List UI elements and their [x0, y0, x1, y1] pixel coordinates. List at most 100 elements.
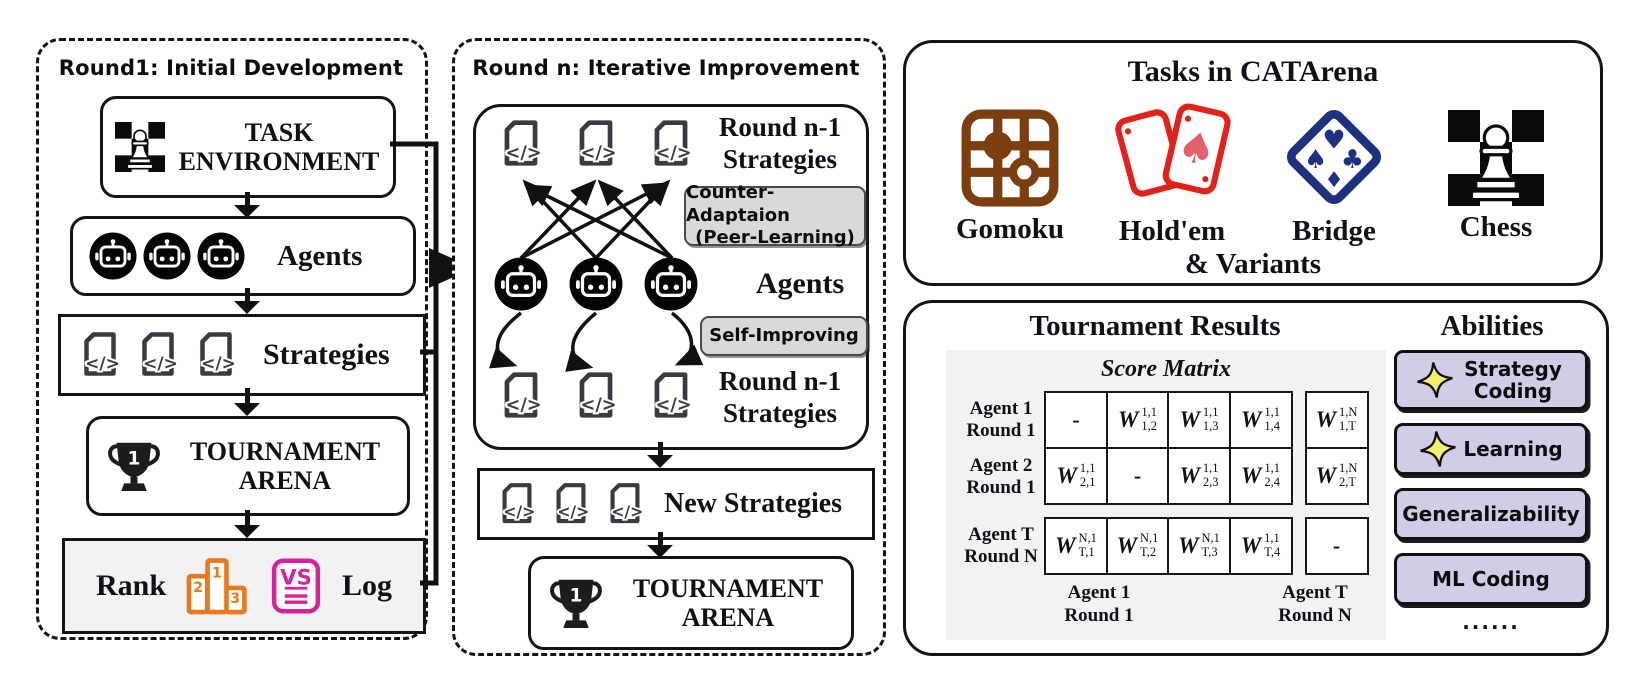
tasks-panel: Tasks in CATArena Gomoku♠Hold'em♥♠♣♦Brid…: [903, 40, 1603, 286]
roundn-agents-label: Agents: [732, 266, 868, 301]
agents-label: Agents: [277, 239, 363, 272]
task-gomoku: Gomoku: [934, 97, 1086, 248]
roundn1-bottom-line1: Round n-1: [718, 366, 842, 396]
ability-label: Learning: [1463, 437, 1563, 461]
ability-generalizability: Generalizability: [1394, 488, 1588, 540]
score-cell: -: [1044, 391, 1108, 449]
file-code-icon: </>: [495, 118, 547, 170]
score-matrix-title: Score Matrix: [1100, 356, 1231, 382]
self-improving-arrows: [488, 311, 704, 372]
task-label: Gomoku: [956, 213, 1064, 245]
task-environment-line2: ENVIRONMENT: [178, 147, 380, 176]
svg-text:♥: ♥: [1322, 125, 1345, 155]
file-code-icon: </>: [494, 481, 540, 527]
abilities-ellipsis: ......: [1462, 610, 1520, 634]
file-code-icon: </>: [75, 330, 125, 380]
round1-panel-title: Round1: Initial Development: [58, 56, 404, 80]
new-strategies-label: New Strategies: [664, 488, 843, 519]
counter-adaptation-badge: Counter-Adaptaion (Peer-Learning): [684, 182, 866, 248]
svg-text:</>: </>: [581, 144, 617, 164]
svg-text:</>: </>: [201, 354, 236, 374]
svg-text:1: 1: [570, 585, 583, 606]
svg-text:</>: </>: [611, 502, 643, 521]
flow-arrow-down: [647, 442, 673, 468]
roundn1-bottom-strategy-icons: </></></>: [495, 370, 697, 422]
rank-label: Rank: [95, 569, 167, 602]
tournament-arena-label: TOURNAMENT ARENA: [163, 437, 407, 495]
sparkle-icon: [1416, 361, 1454, 399]
svg-text:</>: </>: [656, 396, 692, 416]
svg-text:3: 3: [230, 591, 240, 607]
card-suits-icon: ♥♠♣♦: [1280, 103, 1388, 211]
robot-icon: [143, 232, 191, 280]
chessboard-pawn-icon: [115, 122, 165, 172]
strategies-label: Strategies: [263, 338, 390, 371]
file-code-icon: </>: [133, 330, 183, 380]
task-environment-box: TASK ENVIRONMENT: [100, 96, 396, 198]
tournament-line1: TOURNAMENT: [189, 436, 381, 466]
counter-badge-line1: Counter-Adaptaion: [686, 182, 790, 226]
roundn-agent-icons: [494, 257, 698, 311]
robot-icon: [197, 232, 245, 280]
strategy-file-icons: </> </> </>: [75, 330, 241, 380]
ability-ml-coding: ML Coding: [1394, 553, 1588, 605]
trophy-icon: 1: [547, 574, 605, 632]
task-environment-label: TASK ENVIRONMENT: [165, 118, 393, 176]
log-label: Log: [342, 569, 393, 602]
task-bridge: ♥♠♣♦ Bridge: [1258, 97, 1410, 248]
tournament2-line2: ARENA: [681, 603, 775, 632]
robot-icon: [89, 232, 137, 280]
tasks-row: Gomoku ♠ Hold'em ♥♠♣♦ Bridge Chess: [906, 97, 1600, 248]
self-improving-text: Self-Improving: [709, 324, 859, 346]
svg-text:</>: </>: [85, 354, 120, 374]
roundn1-top-line2: Strategies: [723, 143, 837, 174]
task-chess: Chess: [1420, 97, 1572, 248]
self-improving-badge: Self-Improving: [700, 316, 868, 356]
vs-log-icon: VS: [268, 558, 324, 614]
ability-learning: Learning: [1394, 423, 1588, 475]
roundn-agents-text: Agents: [755, 267, 845, 300]
ability-label: Generalizability: [1402, 502, 1580, 526]
svg-text:</>: </>: [143, 354, 178, 374]
trophy-icon: 1: [105, 437, 163, 495]
task-label: Hold'em: [1118, 215, 1226, 247]
new-strategies-box: </> </> </> New Strategies: [477, 468, 875, 540]
counter-badge-line2: (Peer-Learning): [695, 227, 855, 249]
svg-text:♠: ♠: [1304, 145, 1327, 175]
svg-text:♦: ♦: [1324, 168, 1343, 193]
task-label: Bridge: [1292, 215, 1376, 247]
score-cell: -: [1105, 446, 1170, 505]
file-code-icon: </>: [645, 118, 697, 170]
file-code-icon: </>: [548, 481, 594, 527]
svg-text:</>: </>: [656, 144, 692, 164]
roundn1-top-strategy-icons: </> </> </>: [495, 118, 697, 170]
playing-cards-icon: ♠: [1108, 97, 1236, 211]
svg-text:</>: </>: [557, 502, 589, 521]
roundn1-strategies-bottom-label: Round n-1 Strategies: [694, 366, 866, 430]
file-code-icon: </>: [570, 118, 622, 170]
tournament-arena-box-roundn: 1 TOURNAMENT ARENA: [528, 556, 854, 650]
task-label: Chess: [1459, 211, 1533, 243]
flow-arrow-down: [234, 192, 260, 218]
tournament-arena-box: 1 TOURNAMENT ARENA: [86, 416, 410, 516]
file-code-icon: </>: [602, 481, 648, 527]
ability-strategy-coding: Strategy Coding: [1394, 350, 1588, 410]
score-cell: -: [1304, 516, 1369, 575]
